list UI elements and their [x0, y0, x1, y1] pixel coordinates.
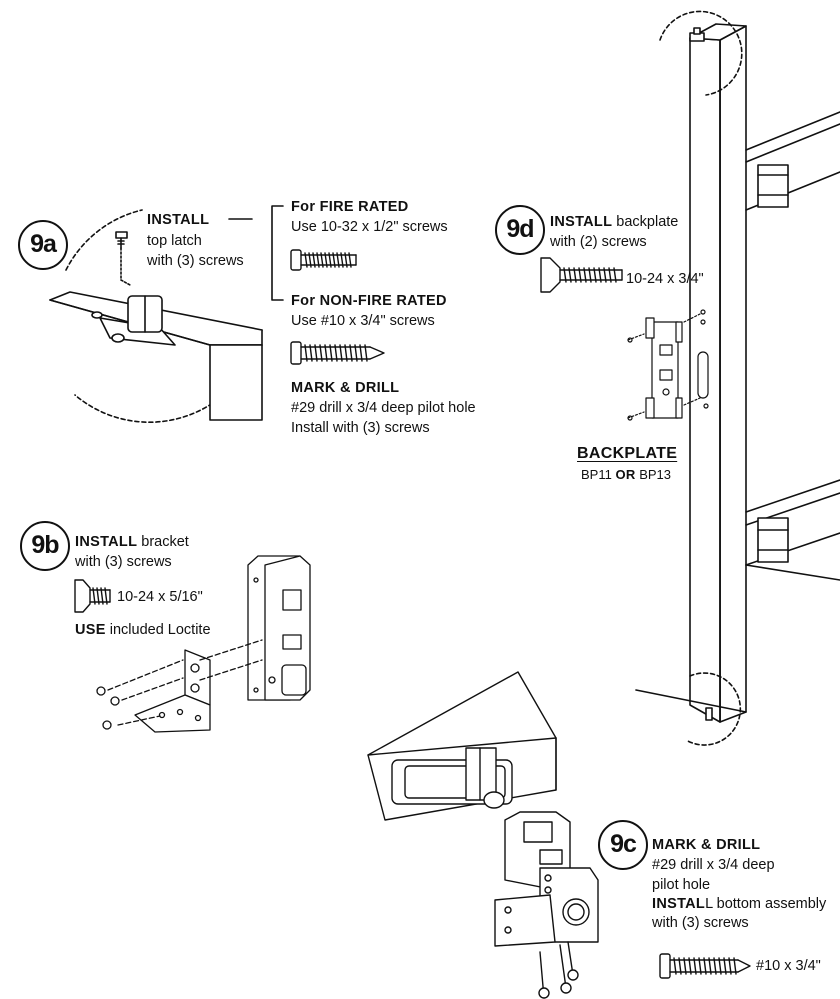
step-9d-badge: 9d	[495, 205, 545, 255]
step-9d-install-line2: with (2) screws	[550, 234, 647, 250]
step-9b-use-line: USE included Loctite	[75, 620, 211, 640]
step-9d-screw-label: 10-24 x 3/4"	[626, 271, 704, 287]
step-9a-install-text: INSTALL	[147, 210, 209, 230]
step-9b-screw-label: 10-24 x 5/16"	[117, 589, 203, 605]
step-9c-line4: with (3) screws	[652, 915, 749, 931]
step-9c-badge: 9c	[598, 820, 648, 870]
fire-rated-title: For FIRE RATED	[291, 199, 409, 215]
step-9d-install-rest: backplate	[616, 214, 679, 230]
step-9a-mark-drill-title: MARK & DRILL	[291, 380, 400, 396]
step-9c-line1: #29 drill x 3/4 deep	[652, 857, 775, 873]
step-9d-install-line1: INSTALL backplate	[550, 212, 678, 232]
non-fire-rated-text: Use #10 x 3/4" screws	[291, 313, 435, 329]
step-9a-badge: 9a	[18, 220, 68, 270]
backplate-or: OR	[615, 467, 636, 482]
step-9c-install-line: INSTALL bottom assembly	[652, 894, 826, 914]
step-9c-screw-label: #10 x 3/4"	[756, 958, 821, 974]
non-fire-rated-screw-icon	[290, 341, 385, 365]
step-9c-illustration	[367, 671, 599, 999]
backplate-model-b: BP13	[639, 467, 672, 482]
step-9b-use-rest: included Loctite	[109, 622, 211, 638]
backplate-model-a: BP11	[581, 467, 612, 482]
step-9b-install-label: INSTALL	[75, 534, 138, 550]
step-9b-badge: 9b	[20, 521, 70, 571]
door-frame-illustration	[635, 10, 840, 746]
step-9a-mark-drill-line1: #29 drill x 3/4 deep pilot hole	[291, 400, 476, 416]
step-9b-use-label: USE	[75, 622, 106, 638]
step-9d-install-label: INSTALL	[550, 214, 613, 230]
step-9d-screw-icon	[540, 257, 623, 293]
non-fire-rated-title: For NON-FIRE RATED	[291, 293, 447, 309]
fire-rated-screw-icon	[290, 249, 357, 271]
step-9b-install-rest: bracket	[141, 534, 189, 550]
fire-rated-text: Use 10-32 x 1/2" screws	[291, 219, 448, 235]
step-9c-mark-drill-title: MARK & DRILL	[652, 837, 761, 853]
backplate-illustration	[627, 309, 709, 421]
step-9c-line2: pilot hole	[652, 877, 711, 893]
step-9c-install-label: INSTAL	[652, 896, 706, 912]
step-9b-screw-icon	[74, 579, 111, 613]
step-9b-install-line1: INSTALL bracket	[75, 532, 189, 552]
backplate-models: BP11 OR BP13	[581, 465, 671, 485]
step-9b-install-line2: with (3) screws	[75, 554, 172, 570]
step-9a-bracket-lines	[228, 205, 284, 301]
step-9a-install-line1: top latch	[147, 233, 202, 249]
step-9a-install-label: INSTALL	[147, 212, 210, 228]
step-9a-mark-drill-line2: Install with (3) screws	[291, 420, 430, 436]
backplate-title: BACKPLATE	[577, 445, 678, 462]
step-9a-install-line2: with (3) screws	[147, 253, 244, 269]
step-9b-bracket-illustration	[96, 555, 311, 733]
step-9a-illustration	[49, 209, 263, 424]
step-9c-screw-icon	[659, 953, 751, 979]
step-9c-install-rest: L bottom assembly	[705, 896, 827, 912]
